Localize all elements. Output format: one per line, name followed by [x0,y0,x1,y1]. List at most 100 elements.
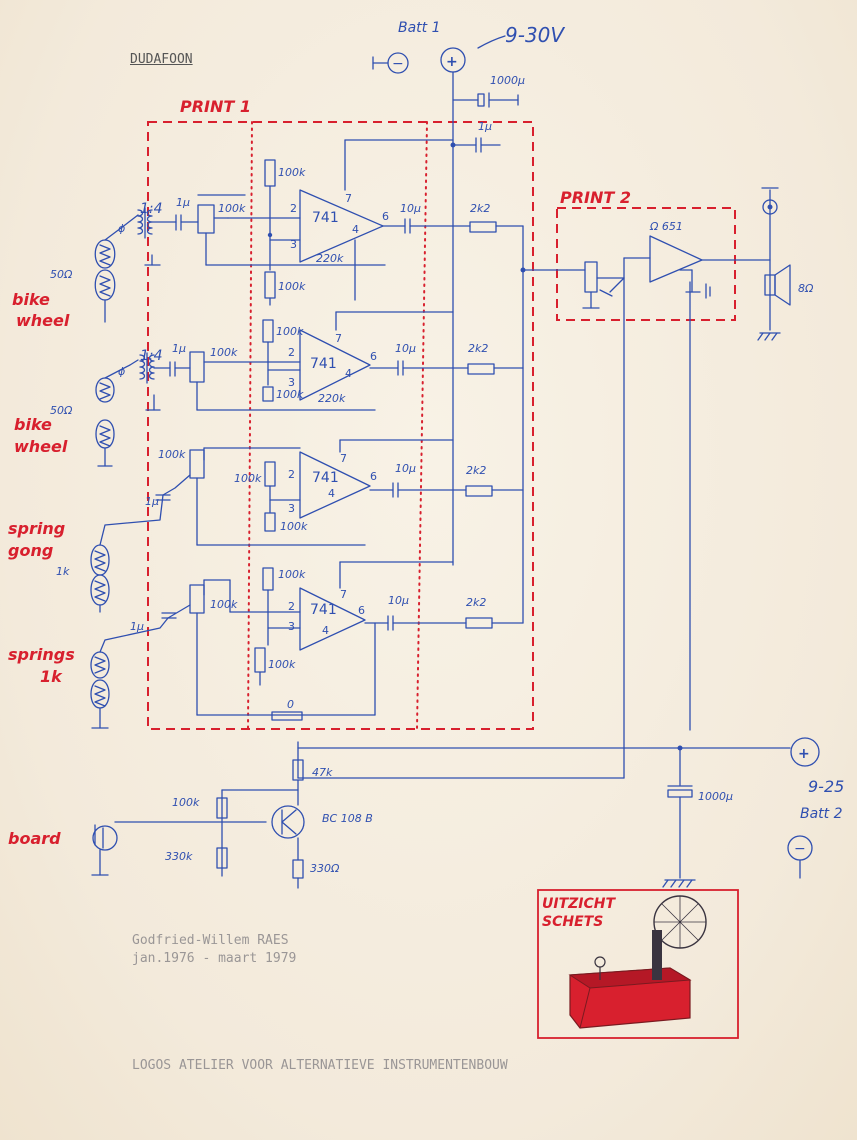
svg-text:3: 3 [288,376,295,389]
svg-text:100k: 100k [234,472,262,485]
svg-text:50Ω: 50Ω [50,404,73,417]
svg-text:100k: 100k [268,658,296,671]
output-jack [762,199,778,215]
svg-text:7: 7 [340,588,347,601]
svg-text:6: 6 [382,210,389,223]
svg-text:100k: 100k [278,568,306,581]
label-bike-wheel-2a: bike [14,415,52,434]
sketch-box [537,889,739,1039]
label-bike-wheel-1b: wheel [16,311,70,330]
page-title: DUDAFOON [130,52,193,67]
svg-text:3: 3 [288,620,295,633]
svg-text:100k: 100k [172,796,200,809]
svg-text:330k: 330k [165,850,193,863]
svg-text:3: 3 [290,238,297,251]
svg-text:4: 4 [328,487,335,500]
svg-text:100k: 100k [276,325,304,338]
label-board: board [8,829,61,848]
svg-text:100k: 100k [210,346,238,359]
label-spring-b: gong [8,541,53,560]
svg-text:1k: 1k [56,565,70,578]
batt1-voltage: 9-30V [505,23,565,47]
label-bike-wheel-2b: wheel [14,437,68,456]
svg-text:100k: 100k [280,520,308,533]
svg-text:+: + [798,746,810,762]
svg-text:1µ: 1µ [130,620,144,633]
svg-text:7: 7 [335,332,342,345]
svg-text:SCHETS: SCHETS [542,914,603,930]
batt2-label: Batt 2 [800,806,843,822]
svg-text:6: 6 [370,470,377,483]
svg-text:ϕ: ϕ [118,365,125,378]
svg-text:6: 6 [370,350,377,363]
svg-text:7: 7 [340,452,347,465]
instrument-sketch [568,895,707,1029]
svg-text:220k: 220k [318,392,346,405]
svg-text:8Ω: 8Ω [798,282,814,295]
svg-text:741: 741 [312,210,339,226]
svg-text:1000µ: 1000µ [698,790,733,803]
print1-divider-left [247,121,253,730]
svg-text:ϕ: ϕ [118,222,125,235]
print1-outline [147,121,534,730]
svg-text:100k: 100k [158,448,186,461]
svg-text:100k: 100k [278,166,306,179]
svg-text:+: + [446,54,458,70]
print1-label: PRINT 1 [180,97,251,116]
svg-text:2: 2 [290,202,297,215]
svg-text:10µ: 10µ [400,202,421,215]
svg-text:100k: 100k [278,280,306,293]
svg-text:2: 2 [288,346,295,359]
svg-text:BC 108 B: BC 108 B [322,812,373,825]
svg-text:100k: 100k [276,388,304,401]
svg-text:50Ω: 50Ω [50,268,73,281]
svg-text:220k: 220k [316,252,344,265]
svg-text:3: 3 [288,502,295,515]
batt2-voltage: 9-25 [808,777,844,796]
stage-2: 1:4 ϕ 1µ 100k 100k 100k 741 2 3 4 6 7 22… [95,311,524,467]
cap-1000u-top: 1000µ [490,74,525,87]
print2-outline [556,207,736,321]
svg-text:1:4: 1:4 [140,348,163,364]
batt2-plus-terminal [790,737,820,767]
svg-text:741: 741 [312,470,339,486]
svg-text:47k: 47k [312,766,333,779]
label-springs: springs [8,645,75,664]
svg-text:1:4: 1:4 [140,201,163,217]
svg-text:−: − [794,841,806,857]
label-spring-a: spring [8,519,65,538]
svg-text:1µ: 1µ [478,120,492,133]
svg-text:2: 2 [288,600,295,613]
svg-text:Ω 651: Ω 651 [649,220,683,233]
svg-text:10µ: 10µ [395,342,416,355]
svg-text:2: 2 [288,468,295,481]
stage-1: 1:4 ϕ 1µ 100k 100k 100k 741 2 3 4 6 7 22… [94,139,524,323]
svg-text:100k: 100k [218,202,246,215]
stage-4: 1µ 100k 0 100k 100k 741 2 3 4 6 7 10µ 2k… [90,561,524,729]
svg-text:6: 6 [358,604,365,617]
date-range: jan.1976 - maart 1979 [132,951,297,966]
svg-text:1µ: 1µ [145,495,159,508]
print2-label: PRINT 2 [560,188,631,207]
transistor-bc108b [271,805,305,839]
svg-text:2k2: 2k2 [466,464,486,477]
power-amp [649,235,703,283]
batt1-label: Batt 1 [398,20,441,36]
svg-text:1µ: 1µ [172,342,186,355]
svg-text:2k2: 2k2 [470,202,490,215]
svg-text:10µ: 10µ [388,594,409,607]
svg-text:100k: 100k [210,598,238,611]
label-bike-wheel-1a: bike [12,290,50,309]
volume-pot [584,261,598,293]
svg-text:4: 4 [352,223,359,236]
footer-workshop: LOGOS ATELIER VOOR ALTERNATIEVE INSTRUME… [132,1058,508,1073]
svg-text:−: − [392,56,404,72]
voltage-pointer [477,35,506,49]
svg-text:4: 4 [322,624,329,637]
author: Godfried-Willem RAES [132,933,289,948]
svg-text:741: 741 [310,602,337,618]
svg-text:330Ω: 330Ω [310,862,340,875]
svg-text:2k2: 2k2 [466,596,486,609]
